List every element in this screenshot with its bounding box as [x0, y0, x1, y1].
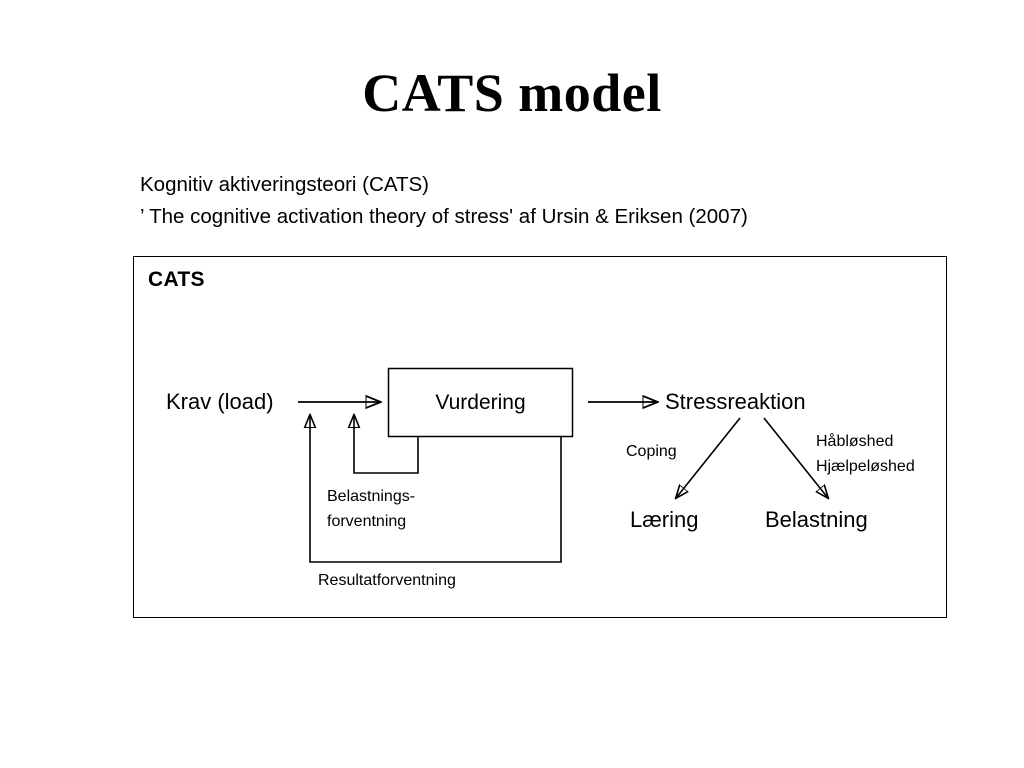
- annotation-coping: Coping: [626, 443, 677, 460]
- node-krav-load: Krav (load): [166, 389, 274, 414]
- annotation-hopelessness-line-2: Hjælpeløshed: [816, 458, 915, 475]
- cats-model-frame: [133, 256, 947, 618]
- annotation-belastningsforventning-line-1: Belastnings-: [327, 488, 416, 505]
- annotation-belastningsforventning: Belastnings- forventning: [327, 484, 415, 534]
- node-stressreaktion: Stressreaktion: [665, 389, 806, 414]
- annotation-hopelessness: Håbløshed Hjælpeløshed: [816, 429, 915, 479]
- subtitle-block: Kognitiv aktiveringsteori (CATS) ’ The c…: [140, 169, 970, 233]
- annotation-belastningsforventning-line-2: forventning: [327, 513, 407, 530]
- subtitle-line-1: Kognitiv aktiveringsteori (CATS): [140, 173, 429, 196]
- annotation-resultatforventning: Resultatforventning: [318, 572, 456, 589]
- cats-frame-label: CATS: [148, 268, 205, 291]
- page-title: CATS model: [362, 63, 662, 123]
- subtitle-line-2: ’ The cognitive activation theory of str…: [140, 205, 748, 228]
- node-belastning: Belastning: [765, 507, 868, 532]
- node-laering: Læring: [630, 507, 699, 532]
- annotation-hopelessness-line-1: Håbløshed: [816, 433, 894, 450]
- node-vurdering: Vurdering: [435, 390, 526, 414]
